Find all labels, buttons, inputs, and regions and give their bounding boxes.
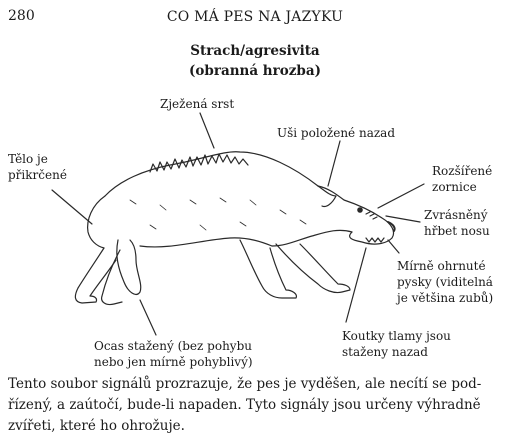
caption-line-3: zvířeti, které ho ohrožuje. xyxy=(8,416,504,437)
dog-teeth xyxy=(366,238,384,242)
dog-hind-leg-back xyxy=(102,250,122,305)
leader-ears xyxy=(328,141,340,186)
leader-mouth-corners xyxy=(346,248,366,322)
leader-lips xyxy=(388,240,399,253)
caption-line-1: Tento soubor signálů prozrazuje, že pes … xyxy=(8,374,504,395)
dog-tail xyxy=(117,240,141,294)
label-lips: Mírně ohrnuté pysky (viditelná je většin… xyxy=(397,258,493,306)
label-nose: Zvrásněný hřbet nosu xyxy=(424,207,490,239)
dog-chest xyxy=(272,230,352,246)
label-body: Tělo je přikrčené xyxy=(8,151,67,183)
dog-nose-wrinkles xyxy=(366,212,377,219)
label-pupils: Rozšířené zornice xyxy=(432,163,492,195)
leader-pupils xyxy=(378,184,424,208)
dog-belly xyxy=(140,238,272,247)
leader-fur xyxy=(200,113,214,148)
label-ears: Uši položené nazad xyxy=(277,125,395,141)
leader-body xyxy=(52,190,92,224)
label-mouth-corners: Koutky tlamy jsou staženy nazad xyxy=(342,328,451,360)
label-fur: Zježená srst xyxy=(160,96,234,112)
dog-bristled-fur xyxy=(150,154,248,172)
dog-head xyxy=(318,186,394,244)
label-tail: Ocas stažený (bez pohybu nebo jen mírně … xyxy=(94,338,253,370)
dog-back xyxy=(105,152,318,196)
dog-eye xyxy=(358,208,362,212)
leader-nose xyxy=(386,216,420,222)
dog-front-leg-left xyxy=(240,240,296,298)
dog-front-leg-right xyxy=(276,244,350,293)
dog-hind-leg-front xyxy=(75,248,116,303)
caption: Tento soubor signálů prozrazuje, že pes … xyxy=(8,374,504,437)
dog-fur-texture xyxy=(130,198,306,230)
leader-tail xyxy=(140,300,156,335)
caption-line-2: řízený, a zaútočí, bude-li napaden. Tyto… xyxy=(8,395,504,416)
